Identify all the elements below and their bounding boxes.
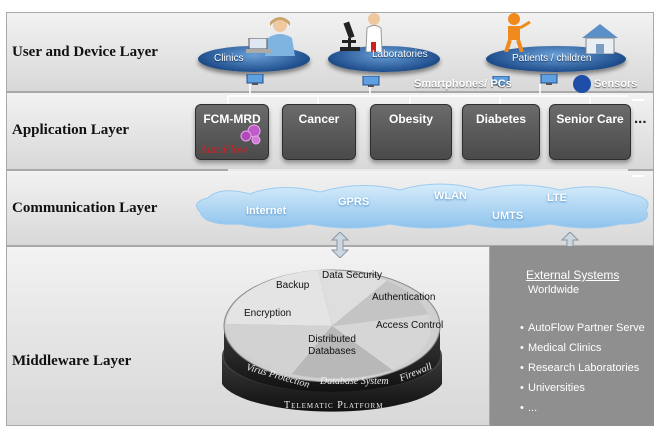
app-box-cancer: Cancer <box>282 104 356 160</box>
pc-icon-4 <box>540 74 558 85</box>
child-icon <box>504 13 531 52</box>
sensors-label: Sensors <box>594 78 638 90</box>
laboratories-label: Laboratories <box>372 49 428 60</box>
laptop-icon <box>246 38 272 53</box>
patients-label: Patients / children <box>512 53 592 64</box>
external-item: Universities <box>528 382 585 394</box>
app-box-senior-care: Senior Care <box>549 104 631 160</box>
network-lte: LTE <box>547 192 567 204</box>
network-umts: UMTS <box>492 210 524 222</box>
autoflow-logo: AutoFlow <box>200 142 248 156</box>
external-item: AutoFlow Partner Serve <box>528 322 645 334</box>
app-label-diabetes: Diabetes <box>475 112 527 126</box>
external-item: ... <box>528 402 538 414</box>
app-label-senior-care: Senior Care <box>556 112 624 126</box>
external-item: Medical Clinics <box>528 342 602 354</box>
slice-data-security: Data Security <box>322 270 383 281</box>
external-subtitle: Worldwide <box>528 284 580 296</box>
slice-authentication: Authentication <box>372 292 436 303</box>
clinics-label: Clinics <box>214 53 244 64</box>
external-item: Research Laboratories <box>528 362 640 374</box>
network-internet: Internet <box>246 205 287 217</box>
network-cloud <box>195 183 649 229</box>
app-box-fcm-mrd: FCM-MRD AutoFlow <box>195 104 269 160</box>
middleware-layer-label: Middleware Layer <box>12 353 132 369</box>
app-more-ellipsis: ... <box>634 110 647 127</box>
telematic-platform <box>222 269 442 412</box>
slice-backup: Backup <box>276 280 310 291</box>
slice-access-control: Access Control <box>376 320 444 331</box>
network-gprs: GPRS <box>338 196 370 208</box>
external-systems-panel: External Systems Worldwide • AutoFlow Pa… <box>490 246 654 426</box>
network-wlan: WLAN <box>434 190 467 202</box>
smartphones-label: Smartphones/ PCs <box>414 78 512 90</box>
app-label-obesity: Obesity <box>388 112 433 126</box>
cell-cluster-icon <box>240 124 261 145</box>
communication-layer-label: Communication Layer <box>12 200 158 216</box>
external-item-bullet: • <box>520 322 524 334</box>
slice-encryption: Encryption <box>244 308 292 319</box>
app-box-obesity: Obesity <box>370 104 452 160</box>
app-box-diabetes: Diabetes <box>462 104 540 160</box>
application-layer-label: Application Layer <box>12 122 130 138</box>
platform-base-label: Telematic Platform <box>284 400 384 411</box>
external-item-bullet: • <box>520 402 524 414</box>
scientist-icon <box>365 13 383 52</box>
doctor-icon <box>265 17 295 56</box>
external-item-bullet: • <box>520 362 524 374</box>
pc-icon-3 <box>492 76 510 87</box>
slice-distributed-databases: Distributed Databases <box>308 334 356 357</box>
arrow-middleware-cloud <box>330 232 350 258</box>
external-item-bullet: • <box>520 382 524 394</box>
app-label-cancer: Cancer <box>298 112 340 126</box>
external-title: External Systems <box>526 268 620 282</box>
pc-icon-2 <box>362 76 380 87</box>
external-item-bullet: • <box>520 342 524 354</box>
user-device-layer-label: User and Device Layer <box>12 44 158 60</box>
app-label-fcm-mrd: FCM-MRD <box>203 112 261 126</box>
house-icon <box>582 24 618 54</box>
sensor-icon <box>573 75 591 93</box>
pc-icon-1 <box>246 74 264 85</box>
rim-database-system: Database System <box>320 376 389 387</box>
microscope-icon <box>340 21 360 51</box>
